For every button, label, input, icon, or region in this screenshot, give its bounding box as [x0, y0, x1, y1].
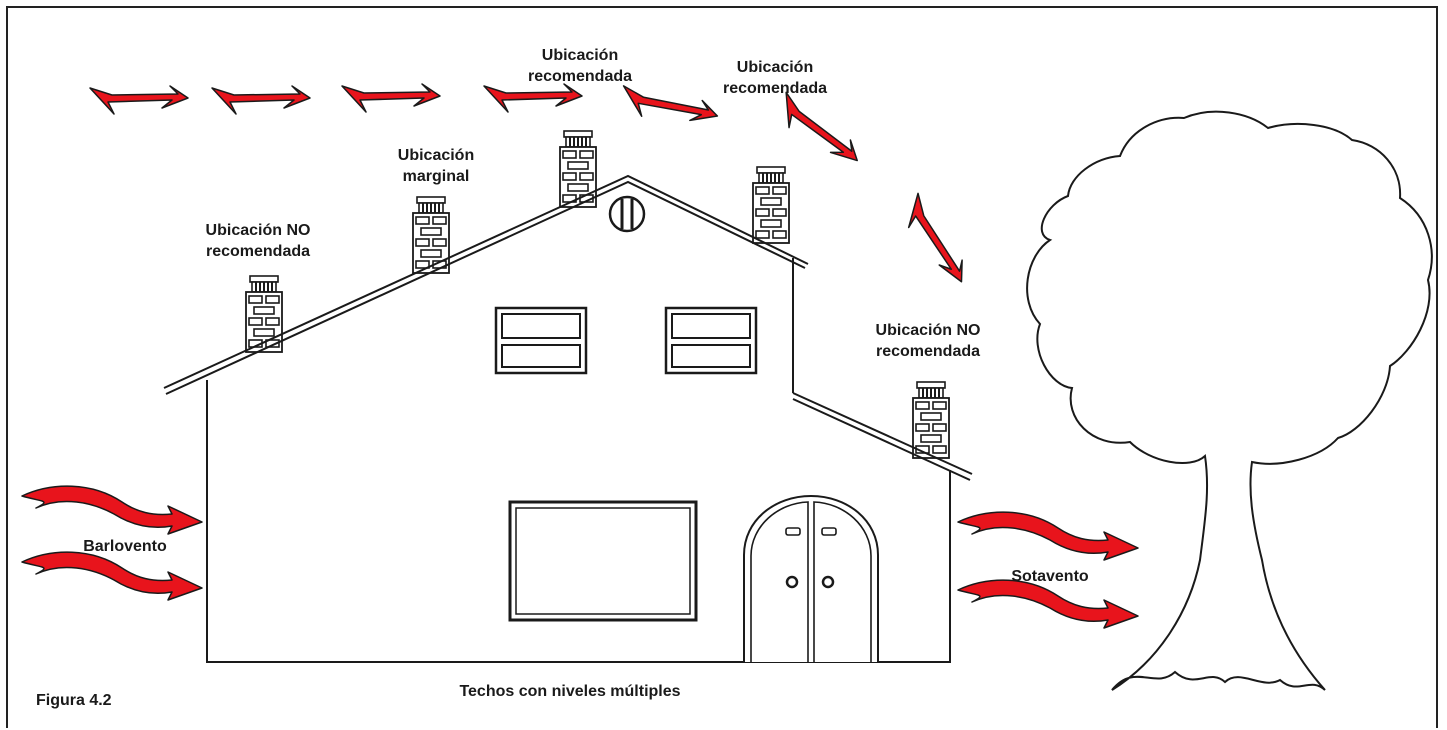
chimneys — [245, 130, 950, 459]
label-not-recommended-left: Ubicación NO recomendada — [205, 222, 311, 260]
label-not-recommended-right: Ubicación NO recomendada — [875, 322, 981, 360]
figure-caption: Techos con niveles múltiples — [459, 683, 681, 700]
label-windward: Barlovento — [83, 538, 167, 555]
label-leeward: Sotavento — [1011, 568, 1089, 585]
figure-number: Figura 4.2 — [36, 692, 112, 709]
label-recommended-1: Ubicación recomendada — [527, 47, 633, 85]
figure-frame — [6, 6, 1438, 728]
label-recommended-2: Ubicación recomendada — [722, 59, 828, 97]
label-marginal: Ubicación marginal — [397, 147, 475, 185]
tree — [1026, 110, 1433, 691]
house — [163, 174, 973, 663]
